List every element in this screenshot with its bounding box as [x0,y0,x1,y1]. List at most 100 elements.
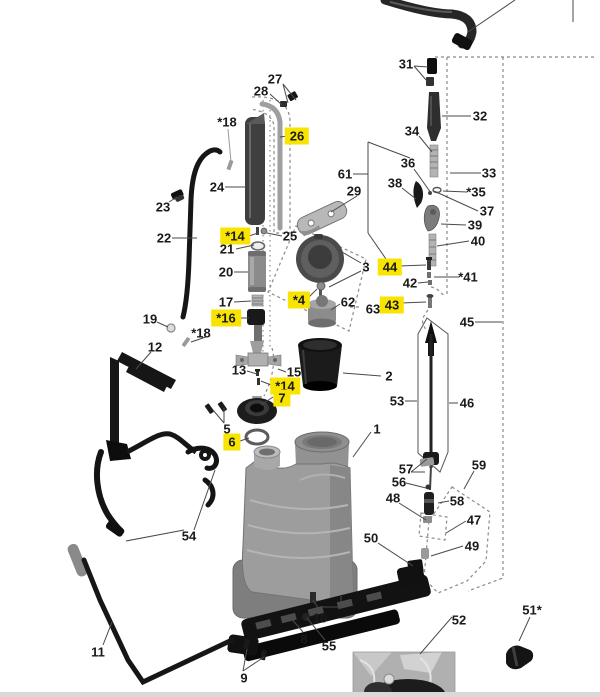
callout-45: 45 [459,314,475,330]
callout-18b: *18 [191,325,211,341]
callout-50: 50 [363,530,379,546]
callout-2: 2 [385,368,393,384]
part-28 [280,101,287,107]
collar-57 [419,457,435,467]
screw-9b [260,649,267,661]
handle-rod-11 [67,543,235,686]
callout-55: 55 [321,638,337,654]
tank-1 [232,431,358,619]
callout-14a: *14 [220,227,250,245]
callout-13: 13 [231,362,247,378]
callout-52: 52 [451,612,467,628]
photo-inset-52 [352,651,456,697]
washer-19 [166,323,176,333]
callout-59: 59 [471,457,487,473]
leader-lines [102,65,531,672]
callout-32: 32 [472,108,488,124]
screw-13 [256,370,259,376]
callout-22: 22 [156,230,172,246]
pin-36 [428,191,432,195]
callout-6: 6 [223,433,241,451]
funnel-2 [298,338,342,391]
trigger-valve-column [413,58,442,308]
callout-61: 61 [337,166,353,182]
callout-37: 37 [479,203,495,219]
callout-49: 49 [464,538,480,554]
oring-6 [244,428,270,446]
part-41 [427,272,431,278]
part-42 [428,280,432,285]
pump-internals [247,227,268,353]
callout-33: 33 [481,165,497,181]
ball-56 [425,484,431,490]
lever-38 [413,181,424,208]
part-50 [407,559,424,575]
callout-25: 25 [282,228,298,244]
cap-62 [308,295,336,328]
callout-1: 1 [373,421,381,437]
callout-8: 8 [300,631,308,647]
callout-43: 43 [379,296,405,314]
hose-assembly [380,0,574,51]
callout-10: 10 [312,610,328,626]
cap-31 [427,58,437,74]
bottom-strip [0,692,600,697]
bolt-10 [310,592,316,603]
callout-35: *35 [466,184,486,200]
callout-31: 31 [398,56,414,72]
callout-56: 56 [391,474,407,490]
wand-assembly [407,317,449,575]
callout-5: 5 [223,421,231,437]
screw-43 [428,296,432,308]
callout-42: 42 [402,275,418,291]
callout-38: 38 [387,175,403,191]
callout-4: *4 [287,291,311,309]
callout-63: 63 [365,301,381,317]
callout-36: 36 [400,155,416,171]
spring-17 [251,294,264,307]
callout-46: 46 [459,395,475,411]
callout-28: 28 [253,83,269,99]
pump-lever-rod [170,147,223,320]
part-18-pin [226,159,234,171]
callout-58: 58 [449,493,465,509]
callout-19: 19 [142,311,158,327]
callout-27: 27 [267,71,283,87]
callout-62: 62 [340,294,356,310]
callout-21: 21 [219,241,235,257]
wand-tip [425,321,437,343]
pin-18b [181,337,191,347]
cylinder-58 [424,492,434,515]
callout-53: 53 [389,393,405,409]
callout-16: *16 [211,309,241,327]
callout-7: 7 [273,389,291,407]
callout-29: 29 [346,183,362,199]
spring-34 [429,144,439,178]
knob-16 [247,309,265,325]
callout-15: 15 [286,364,302,380]
screw-44 [427,259,431,270]
tube-26 [259,101,283,231]
callout-26: 26 [284,127,310,145]
spring-40 [428,233,437,267]
screw-9a [243,638,250,650]
callout-51: 51* [522,602,542,618]
callout-48: 48 [385,490,401,506]
callout-17: 17 [218,294,234,310]
screw-5b [217,401,227,412]
callout-23: 23 [155,199,171,215]
callout-24: 24 [209,179,225,195]
part-49 [421,548,429,559]
clip-51 [506,645,534,670]
pin-14b [257,378,260,385]
ball-25 [260,227,268,235]
callout-9: 9 [240,670,248,686]
screw-5a [204,403,214,414]
pump-cylinder [226,91,298,231]
callout-12: 12 [147,339,163,355]
callout-18a: *18 [217,114,237,130]
callout-20: 20 [218,264,234,280]
